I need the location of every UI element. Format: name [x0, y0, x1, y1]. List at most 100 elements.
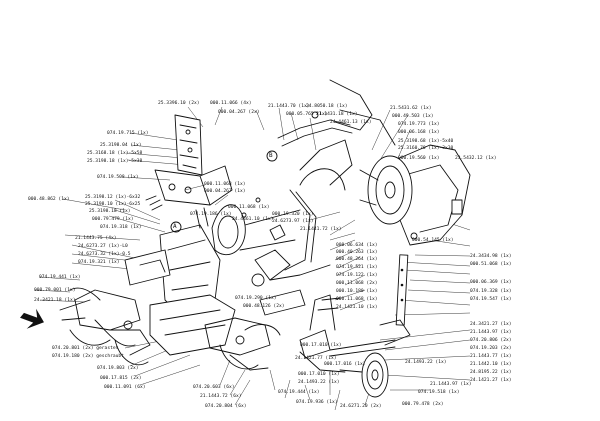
- part-label: 25.3198.18 (1x): [89, 209, 131, 214]
- part-label: 074.19.521 (1x): [336, 265, 378, 270]
- part-label: 21.1431.18 (1x): [316, 112, 358, 117]
- part-label: 25.3198.10 (1x)-6x25: [85, 202, 141, 207]
- part-label: 24.6273.27 (1x)-L0: [78, 244, 128, 249]
- part-label: 000.17.010 (1x): [300, 343, 342, 348]
- part-label: 24.3421.27 (1x): [470, 322, 512, 327]
- part-label: 000.17.010 (1x): [298, 372, 340, 377]
- part-label: 000.40.263 (1x): [336, 250, 378, 255]
- part-label: 24.4461.13 (1x): [330, 120, 372, 125]
- part-label: 23.5432.12 (1x): [455, 156, 497, 161]
- drive-belt: [211, 204, 331, 287]
- part-label: 000.11.066 (4x): [210, 101, 252, 106]
- part-label: 25.3168.18 (1x)-5x58: [87, 151, 143, 156]
- part-label: 21.1443.77 (1x): [470, 354, 512, 359]
- part-label: 24.3434.98 (1x): [470, 254, 512, 259]
- part-label: 074.19.508 (1x): [97, 175, 139, 180]
- part-label: 25.3396.10 (2x): [158, 101, 200, 106]
- part-label: 24.6273.32 (1x)-0.5: [78, 252, 131, 257]
- part-label: 000.54.145 (1x): [412, 238, 454, 243]
- part-label: 25.3198.12 (1x)-6x32: [85, 195, 141, 200]
- steering-column: [277, 79, 396, 271]
- part-label: 000.48.862 (1x): [28, 197, 70, 202]
- part-label: 074.19.441 (1x): [39, 275, 81, 280]
- part-label: 21.1443.97 (1x): [470, 330, 512, 335]
- part-label: 000.49.503 (1x): [392, 114, 434, 119]
- fasteners: [145, 195, 341, 311]
- part-label: 24.6271.20 (2x): [340, 404, 382, 409]
- part-label: 074.19.547 (1x): [470, 297, 512, 302]
- part-label: 24.1493.22 (1x): [298, 380, 340, 385]
- part-label: 074.20.804 (6x): [205, 404, 247, 409]
- part-label: 074.19.186 (1x): [190, 212, 232, 217]
- belt-cover: [359, 144, 471, 246]
- part-label: 000.19.320 (1x): [272, 212, 314, 217]
- part-label: 000.48.264 (1x): [336, 257, 378, 262]
- upper-frame-bracket: [154, 114, 233, 206]
- part-label: 21.1443.72 (6x): [200, 394, 242, 399]
- part-label: 24.1421.77 (1x): [295, 356, 337, 361]
- part-label: 000.17.016 (1x): [324, 362, 366, 367]
- part-label: 074.20.603 (6x): [193, 385, 235, 390]
- callout-letter-a: A: [173, 223, 177, 230]
- tine-assembly-right: [204, 289, 306, 371]
- part-label: 000.06.369 (1x): [470, 280, 512, 285]
- part-label: 074.19.122 (1x): [336, 273, 378, 278]
- transport-wheel: [299, 254, 411, 398]
- part-label: 000.04.267 (2x): [218, 110, 260, 115]
- part-label: 000.51.068 (1x): [470, 262, 512, 267]
- part-label: 074.20.801 (2x) gerastet: [52, 346, 119, 351]
- part-label: 000.05.765 (1x): [286, 112, 328, 117]
- part-label: 074.19.444 (1x): [278, 390, 320, 395]
- part-label: 000.17.815 (2x): [100, 376, 142, 381]
- part-label: 000.48.126 (2x): [243, 304, 285, 309]
- part-label: 074.20.806 (2x): [470, 338, 512, 343]
- part-label: 24.3421.18 (1x): [34, 298, 76, 303]
- part-label: 21.1443.97 (1x): [430, 382, 472, 387]
- part-label: 000.79.478 (2x): [402, 402, 444, 407]
- part-label: 000.19.560 (1x): [398, 156, 440, 161]
- part-label: 21.1442.10 (1x): [470, 362, 512, 367]
- part-label: 074.19.773 (1x): [398, 122, 440, 127]
- part-label: 074.19.803 (2x): [97, 366, 139, 371]
- callout-letter-b: B: [269, 152, 273, 159]
- part-label: 25.3160.70 (1x)-3x30: [398, 146, 454, 151]
- part-label: 24.1421.10 (1x): [336, 305, 378, 310]
- part-label: 074.19.180 (2x) geschraubt: [52, 354, 124, 359]
- part-label: 000.11.068 (1x): [336, 297, 378, 302]
- part-label: 074.19.715 (1x): [107, 131, 149, 136]
- part-label: 000.79.001 (1x): [34, 288, 76, 293]
- part-label: 000.11.068 (1x): [228, 205, 270, 210]
- part-label: 074.19.318 (1x): [100, 225, 142, 230]
- part-label: 24.8050.18 (1x): [306, 104, 348, 109]
- part-label: 074.19.936 (1x): [296, 400, 338, 405]
- leader-lines: [34, 106, 471, 411]
- part-label: 000.11.068 (1x): [204, 182, 246, 187]
- part-label: 25.3198.68 (1x)-5x40: [398, 139, 454, 144]
- part-label: 21.1441.72 (1x): [300, 227, 342, 232]
- part-label: 000.79.479 (1x): [92, 217, 134, 222]
- part-label: 24.4461.10 (1x): [232, 217, 274, 222]
- part-label: 24.1421.27 (1x): [470, 378, 512, 383]
- part-label: 000.04.267 (1x): [204, 189, 246, 194]
- part-label: 000.11.091 (6x): [104, 385, 146, 390]
- part-label: 000.06.168 (1x): [398, 130, 440, 135]
- tine-assembly-left: [59, 287, 151, 366]
- part-label: 24.6273.97 (1x): [272, 219, 314, 224]
- part-label: 21.5431.62 (1x): [390, 106, 432, 111]
- part-label: 000.10.180 (1x): [336, 289, 378, 294]
- part-label: 24.1493.22 (1x): [405, 360, 447, 365]
- part-label: 21.1443.75 (4x): [75, 236, 117, 241]
- part-label: 21.1443.70 (1x): [268, 104, 310, 109]
- direction-arrow-icon: [20, 308, 44, 329]
- part-label: 25.3198.18 (1x)-5x38: [87, 159, 143, 164]
- part-label: 074.19.321 (1x): [78, 260, 120, 265]
- part-label: 000.11.068 (2x): [336, 281, 378, 286]
- part-label: 25.3198.04 (1x): [100, 143, 142, 148]
- part-label: 074.19.290 (1x): [235, 296, 277, 301]
- part-label: 074.19.203 (2x): [470, 346, 512, 351]
- part-label: 074.19.328 (1x): [470, 289, 512, 294]
- gearbox-housing: [124, 224, 236, 356]
- callout-markers: [170, 150, 278, 233]
